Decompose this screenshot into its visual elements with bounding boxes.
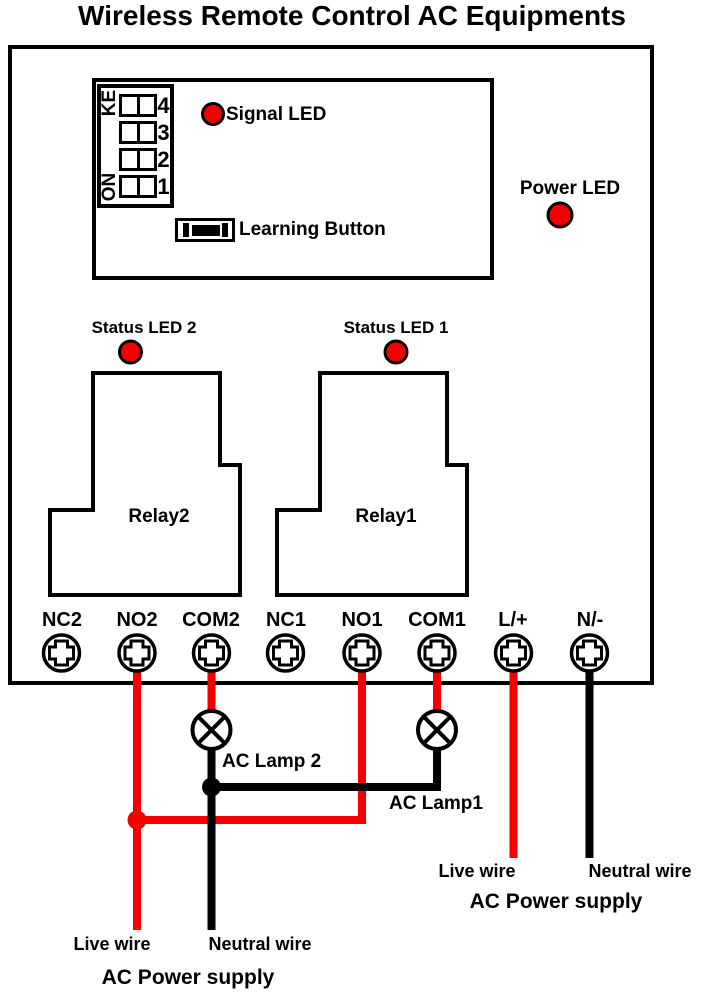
dip-switch-3-cell [122,124,137,141]
dip-switch-1-cell [139,178,154,195]
dip-switch-2-cell [122,151,137,168]
status-led-2-label: Status LED 2 [91,318,197,337]
relay1-label: Relay1 [355,506,417,527]
power-led-icon [546,201,574,229]
terminal-label-com2: COM2 [182,609,240,631]
ac-lamp-2-symbol [190,709,233,751]
signal-led-icon [201,102,225,126]
terminal-screw-nc2 [41,633,82,673]
terminal-label-com1: COM1 [408,609,466,631]
dip-switch-2-cell [139,151,154,168]
screw-cross [48,639,75,667]
terminal-screw-com1 [417,633,457,673]
dip-switch-1 [119,175,157,198]
relay1-outline [275,371,469,597]
terminal-screws [41,633,610,673]
screw-cross [423,639,451,667]
status-led-1-icon [383,339,409,365]
screw-cross [348,639,376,667]
dip-switch-4-cell [122,97,137,114]
ac-power-supply-label-left: AC Power supply [101,966,275,989]
junction-dot-neutral [202,777,221,797]
terminal-label-n: N/- [576,609,604,631]
dip-switch-block [97,84,174,208]
terminal-label-l: L/+ [498,609,528,631]
dip-position-label: 2 [157,147,170,172]
terminal-screw-nc1 [265,633,306,673]
power-led-label: Power LED [519,178,621,199]
dip-switch-1-cell [122,178,137,195]
dip-switch-3 [119,121,157,144]
screw-cross [123,639,151,667]
terminal-screw-no1 [342,633,382,673]
dip-switch-4 [119,94,157,117]
terminal-label-nc2: NC2 [41,609,82,631]
control-panel-box [92,78,494,280]
learning-button-icon [175,218,235,242]
live-wires [133,668,518,930]
dip-switch-3-cell [139,124,154,141]
live-wire-label-left: Live wire [73,934,151,954]
live-wire-label-right: Live wire [438,861,516,881]
dip-position-label: 4 [157,93,170,118]
dip-switch-2 [119,148,157,171]
terminal-screw-n [569,633,610,673]
terminal-screw-l [493,633,534,673]
dip-switch-4-cell [139,97,154,114]
learning-button-icon-pin [222,223,228,237]
learning-button-icon-pin [183,223,189,237]
page-title: Wireless Remote Control AC Equipments [78,0,626,31]
relay2-label: Relay2 [128,506,190,527]
status-led-2-icon [118,339,143,365]
signal-led-label: Signal LED [226,104,327,125]
terminal-label-nc1: NC1 [265,609,306,631]
screw-cross [500,639,527,667]
terminal-screw-com2 [191,633,232,673]
learning-button-icon-cap [192,225,220,236]
ac-lamp-1-symbol [416,709,458,751]
ac-power-supply-label-right: AC Power supply [469,890,643,913]
ac-lamp-2-label: AC Lamp 2 [222,751,322,772]
dip-position-label: 1 [157,174,170,199]
relay2-outline [48,371,242,597]
ac-lamp-1-label: AC Lamp1 [389,793,483,814]
neutral-wire-label-right: Neutral wire [588,861,692,881]
screw-cross [272,639,299,667]
screw-cross [198,639,225,667]
terminal-label-no1: NO1 [341,609,383,631]
lamp-cross [422,715,452,745]
terminal-label-no2: NO2 [116,609,158,631]
status-led-1-label: Status LED 1 [343,318,449,337]
screw-cross [576,639,603,667]
junction-dot-live [127,810,147,830]
neutral-wire-label-left: Neutral wire [208,934,312,954]
dip-position-label: 3 [157,120,170,145]
device-enclosure-box [8,45,654,685]
lamp-cross [196,715,227,745]
terminal-screw-no2 [117,633,157,673]
learning-button-label: Learning Button [239,219,386,240]
